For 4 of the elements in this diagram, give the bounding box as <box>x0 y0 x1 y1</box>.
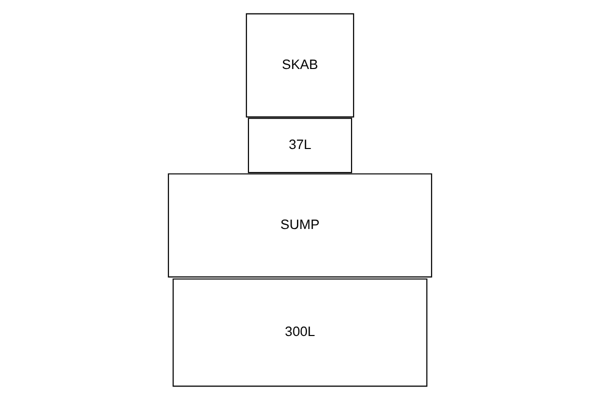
node-box: 300L <box>172 278 428 387</box>
node-box: SKAB <box>246 13 354 118</box>
node-box: SUMP <box>168 173 432 278</box>
node-box: 37L <box>248 118 352 174</box>
